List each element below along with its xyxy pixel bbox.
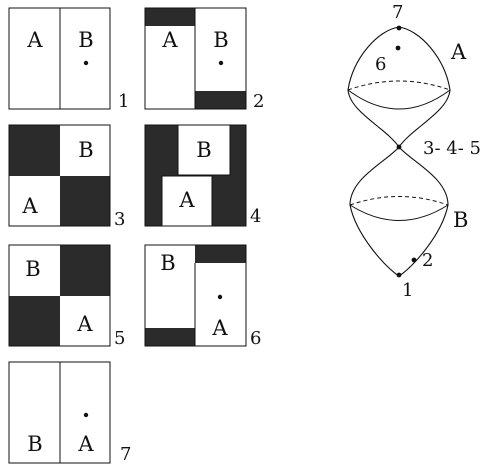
panel-7-point <box>84 413 88 417</box>
panel-3-label-b: B <box>78 138 93 162</box>
surface-label-7: 7 <box>392 2 403 23</box>
surface-label-a: A <box>450 40 467 64</box>
surface-label-b: B <box>453 208 468 232</box>
panel-2-label-a: A <box>161 28 178 52</box>
panel-7-number: 7 <box>120 444 131 465</box>
panel-1-number: 1 <box>118 91 129 112</box>
upper-equator-back <box>348 81 450 90</box>
panel-6-label-b: B <box>160 251 175 275</box>
panel-3-shade-topleft <box>9 125 60 176</box>
panel-6-number: 6 <box>250 328 261 349</box>
panel-1-label-b: B <box>78 28 93 52</box>
surface-label-6: 6 <box>375 54 386 75</box>
panel-7: B A 7 <box>9 362 131 465</box>
panel-7-label-a: A <box>77 432 94 456</box>
panel-6-point <box>218 295 222 299</box>
upper-equator-front <box>348 90 450 109</box>
panel-5-label-b: B <box>25 257 40 281</box>
panel-3-shade-bottomright <box>60 176 110 226</box>
panel-5-shade-bottomleft <box>9 296 60 346</box>
panel-5-shade-topright <box>60 245 110 296</box>
surface-point-7 <box>397 26 402 31</box>
surface-label-1: 1 <box>402 280 413 301</box>
panel-2-point <box>219 61 223 65</box>
panel-3-number: 3 <box>114 209 125 230</box>
panel-5: B A 5 <box>9 245 125 349</box>
panel-4: B A 4 <box>145 125 261 227</box>
panel-3-label-a: A <box>21 194 38 218</box>
panel-6-label-a: A <box>211 316 228 340</box>
panel-1-point <box>84 61 88 65</box>
panel-4-number: 4 <box>250 206 261 227</box>
panel-1: A B 1 <box>9 8 129 112</box>
panel-2-shade-bottom <box>195 91 246 109</box>
panel-3: B A 3 <box>9 125 125 230</box>
lower-equator-back <box>350 197 448 206</box>
panel-2-number: 2 <box>253 91 264 112</box>
panel-6: B A 6 <box>145 245 261 349</box>
surface-point-6 <box>396 46 401 51</box>
lower-equator-front <box>350 205 448 221</box>
surface-label-2: 2 <box>422 250 433 271</box>
panel-4-label-a: A <box>178 188 195 212</box>
panel-5-number: 5 <box>114 328 125 349</box>
panel-2-shade-top <box>145 8 195 26</box>
surface-label-345: 3- 4- 5 <box>423 138 481 159</box>
panel-4-label-b: B <box>196 138 211 162</box>
panel-1-label-a: A <box>26 28 43 52</box>
panel-2-label-b: B <box>213 28 228 52</box>
surface-diagram: 7 6 A 3- 4- 5 B 2 1 <box>348 2 481 301</box>
surface-point-2 <box>412 258 417 263</box>
surface-point-345 <box>397 145 402 150</box>
panel-6-shade-top <box>195 245 246 263</box>
surface-point-1 <box>397 273 402 278</box>
panel-5-label-a: A <box>76 312 93 336</box>
panel-7-label-b: B <box>27 432 42 456</box>
panel-6-shade-bottom <box>145 328 195 346</box>
panel-2: A B 2 <box>145 8 264 112</box>
